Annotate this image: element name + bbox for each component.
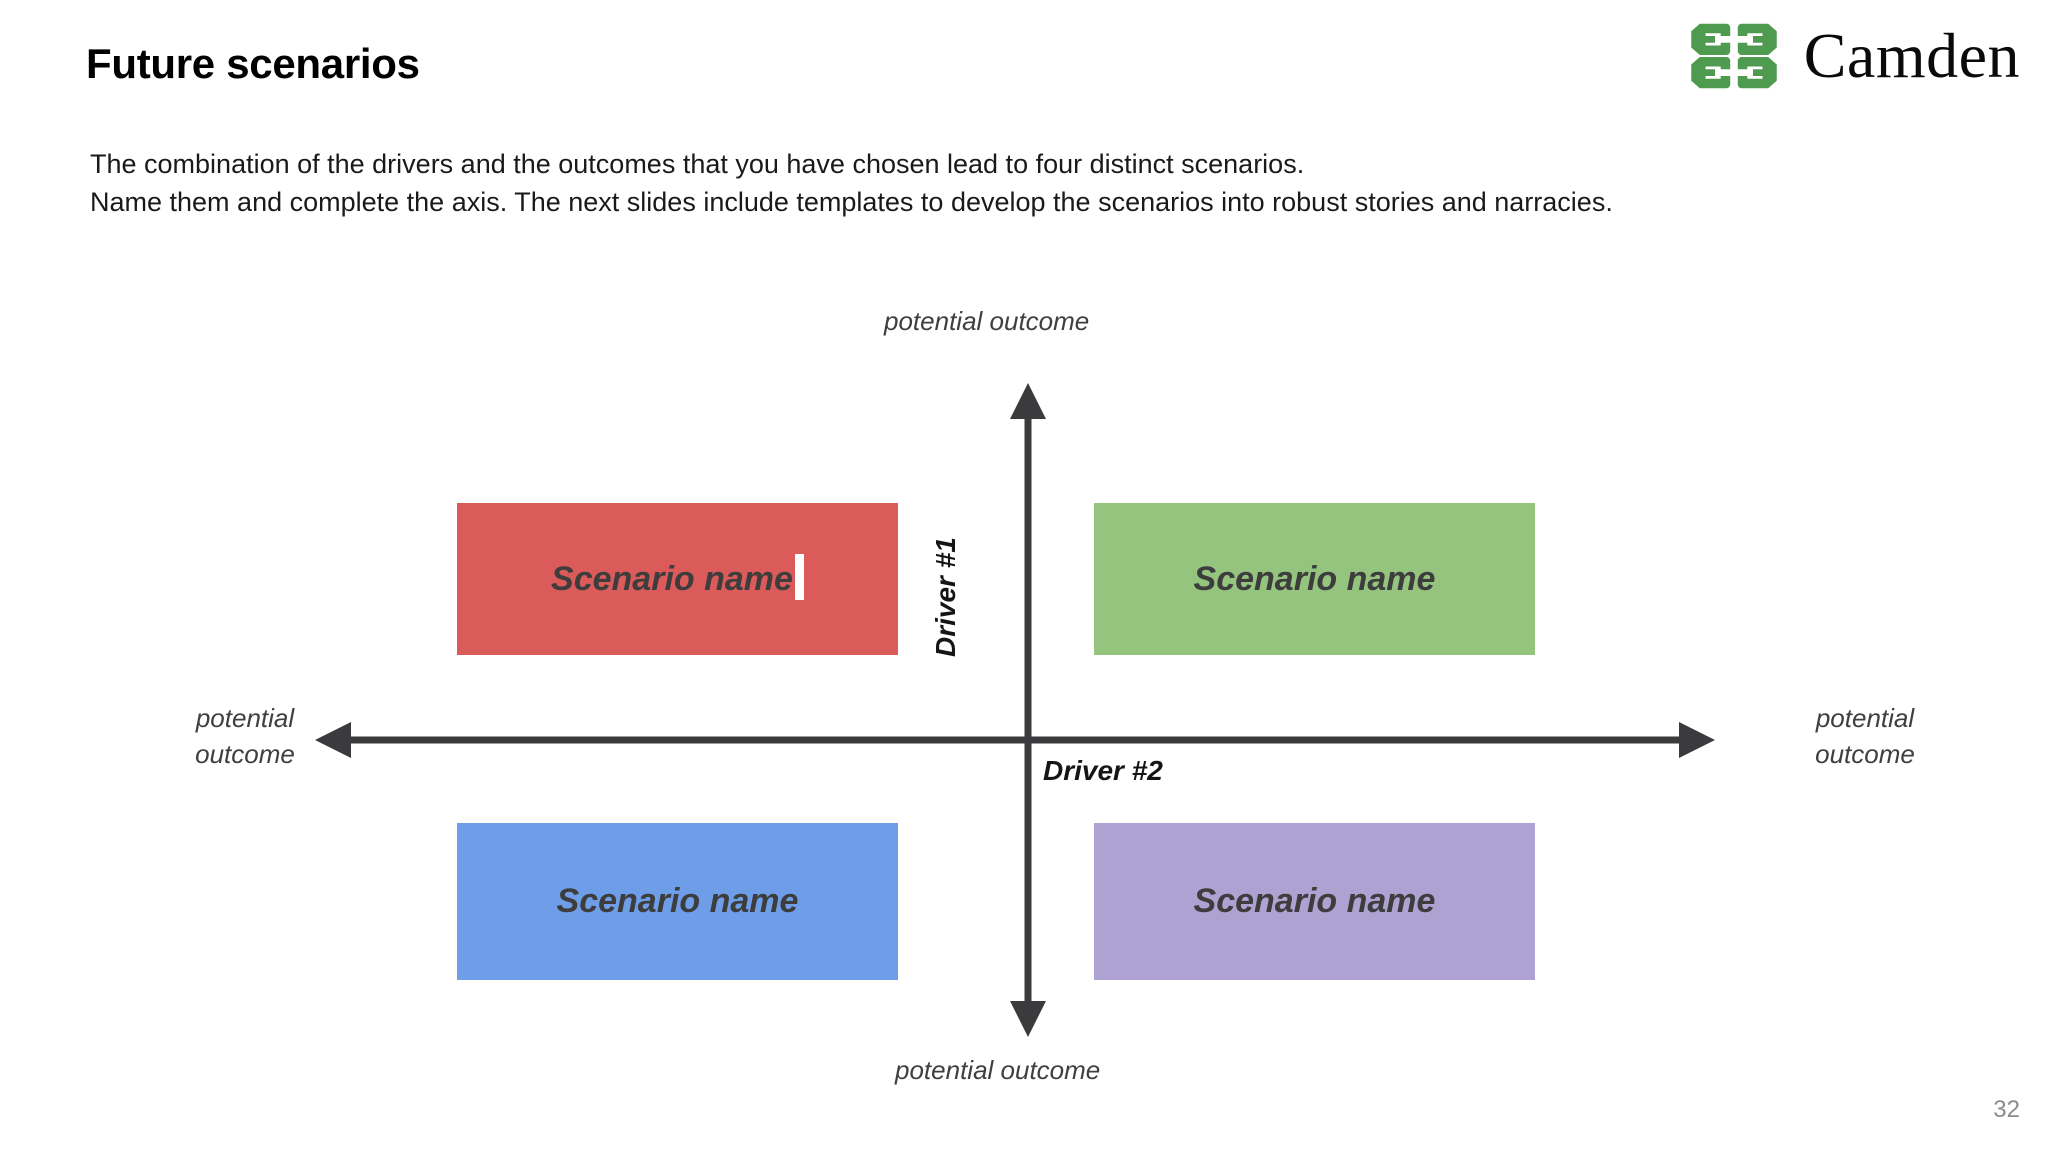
- vertical-axis: [1010, 383, 1046, 1037]
- camden-pinwheel-icon: [1686, 18, 1782, 94]
- axis-label-bottom: potential outcome: [895, 1055, 1101, 1085]
- axis-title-driver-1[interactable]: Driver #1: [930, 537, 961, 657]
- axis-title-driver-2[interactable]: Driver #2: [1043, 755, 1163, 786]
- horizontal-axis: [315, 722, 1715, 758]
- axis-label-left: potential outcome: [195, 703, 295, 769]
- scenario-label-bottom-right[interactable]: Scenario name: [1193, 882, 1436, 920]
- slide-body-text: The combination of the drivers and the o…: [90, 149, 1613, 217]
- camden-wordmark: Camden: [1803, 20, 2020, 91]
- scenario-box-bottom-right[interactable]: Scenario name: [1094, 823, 1535, 980]
- axis-label-right: potential outcome: [1815, 703, 1915, 769]
- scenario-box-bottom-left[interactable]: Scenario name: [457, 823, 898, 980]
- scenario-box-top-left[interactable]: Scenario name: [457, 503, 898, 655]
- page-number: 32: [1993, 1096, 2020, 1123]
- scenario-box-top-right[interactable]: Scenario name: [1094, 503, 1535, 655]
- scenario-label-bottom-left[interactable]: Scenario name: [556, 882, 799, 920]
- scenario-label-top-right[interactable]: Scenario name: [1193, 559, 1436, 598]
- scenario-label-top-left[interactable]: Scenario name: [551, 559, 793, 598]
- text-cursor-caret: [794, 554, 804, 600]
- page-title: Future scenarios: [86, 40, 420, 87]
- axis-label-top: potential outcome: [884, 306, 1090, 336]
- camden-logo: Camden: [1686, 18, 2020, 94]
